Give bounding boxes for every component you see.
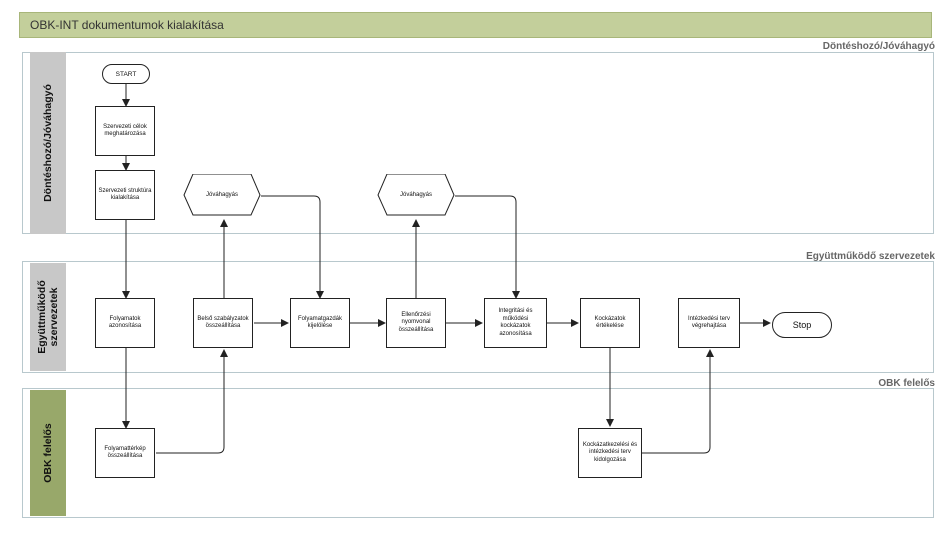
lane-caption-cooperating: Együttműködő szervezetek [806, 251, 935, 262]
step-risk-evaluation: Kockázatok értékelése [580, 298, 640, 348]
step-internal-rules: Belső szabályzatok összeállítása [193, 298, 253, 348]
approval-decision-1: Jóváhagyás [183, 174, 261, 216]
arrow-processmap-rules [156, 349, 228, 454]
step-risk-plan: Kockázatkezelési és intézkedési terv kid… [578, 428, 642, 478]
diagram-title-bar: OBK-INT dokumentumok kialakítása [19, 12, 932, 38]
lane-obk [22, 388, 934, 518]
step-process-identification: Folyamatok azonosítása [95, 298, 155, 348]
arrow-riskplan-actionexec [642, 349, 714, 454]
start-terminal: START [102, 64, 150, 84]
step-action-plan-execution: Intézkedési terv végrehajtása [678, 298, 740, 348]
approval-decision-2: Jóváhagyás [377, 174, 455, 216]
stop-terminal: Stop [772, 312, 832, 338]
lane-decision [22, 52, 934, 234]
step-organizational-goals: Szervezeti célok meghatározása [95, 106, 155, 156]
lane-label-decision: Döntéshozó/Jóváhagyó [30, 52, 66, 234]
arrow-approval2-integrity [455, 195, 520, 299]
step-integrity-risks: Integritási és működési kockázatok azono… [484, 298, 547, 348]
lane-label-obk: OBK felelős [30, 390, 66, 516]
lane-caption-decision: Döntéshozó/Jóváhagyó [822, 41, 935, 52]
step-process-map: Folyamattérkép összeállítása [95, 428, 155, 478]
arrow-approval1-owners [261, 195, 324, 299]
diagram-title: OBK-INT dokumentumok kialakítása [30, 18, 224, 32]
lane-caption-obk: OBK felelős [878, 378, 935, 389]
step-organizational-structure: Szervezeti struktúra kialakítása [95, 170, 155, 220]
step-process-owners: Folyamatgazdák kijelölése [290, 298, 350, 348]
step-control-trail: Ellenőrzési nyomvonal összeállítása [386, 298, 446, 348]
